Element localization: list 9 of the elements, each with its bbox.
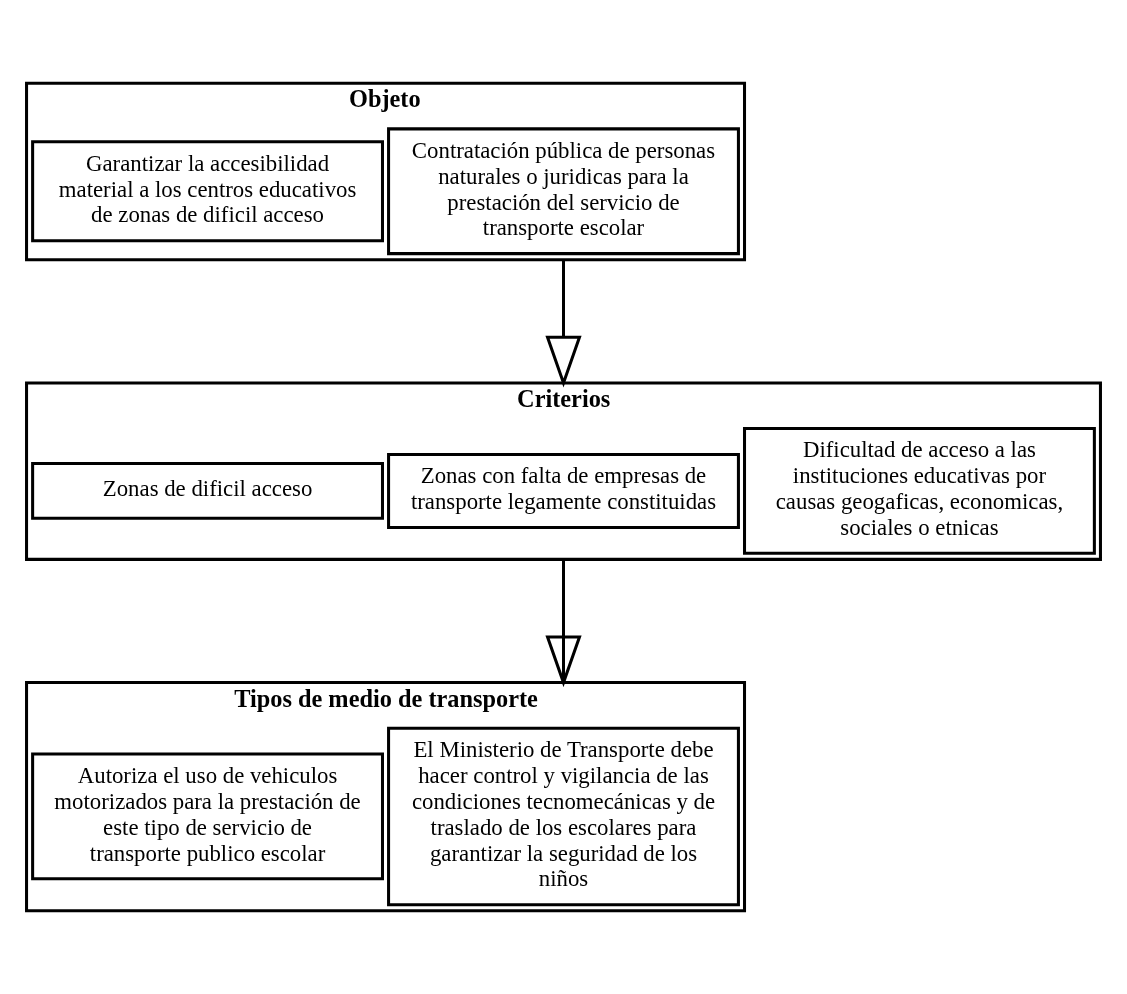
node-box: Contratación pública de personas naturales o juridicas para la prestación del servicio de transporte escolar [387,127,740,256]
node-box: Autoriza el uso de vehiculos motorizados para la prestación de este tipo de servicio de transporte publico escolar [31,752,384,881]
node-box: Zonas con falta de empresas de transporte legamente constituidas [387,452,740,529]
node-box: Garantizar la accesibilidad material a los centros educativos de zonas de dificil acceso [31,140,384,243]
arrow [545,259,582,388]
node-box: El Ministerio de Transporte debe hacer control y vigilancia de las condiciones tecnomecánicas y de traslado de los escolares para garantizar la seguridad de los niños [387,726,740,907]
node-box: Dificultad de acceso a las instituciones educativas por causas geogaficas, economicas, sociales o etnicas [743,427,1096,555]
arrow [545,559,582,688]
node-box: Zonas de dificil acceso [31,462,384,520]
